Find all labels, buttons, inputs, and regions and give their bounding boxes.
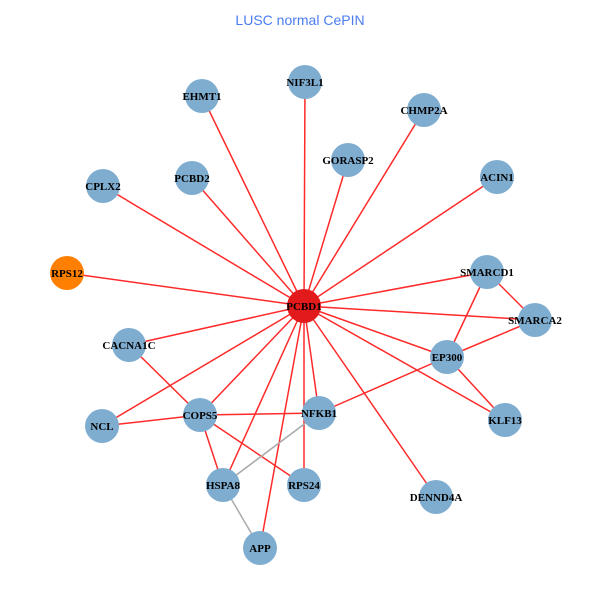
node-circle (50, 256, 84, 290)
node-acin1[interactable]: ACIN1 (480, 160, 514, 194)
chart-title: LUSC normal CePIN (235, 12, 365, 28)
edge-pcbd1-acin1 (303, 176, 498, 307)
node-circle (288, 65, 322, 99)
node-dennd4a[interactable]: DENND4A (410, 480, 463, 514)
edge-pcbd1-cplx2 (102, 185, 305, 307)
edge-pcbd1-hspa8 (222, 305, 305, 486)
node-label: PCBD2 (174, 173, 210, 185)
edge-cops5-rps24 (199, 414, 305, 486)
edge-pcbd1-cops5 (199, 305, 305, 416)
node-circle (287, 468, 321, 502)
edge-pcbd1-ehmt1 (201, 95, 305, 307)
node-ncl[interactable]: NCL (85, 409, 119, 443)
node-circle (419, 480, 453, 514)
node-label: ACIN1 (480, 172, 514, 184)
node-circle (183, 398, 217, 432)
node-nif3l1[interactable]: NIF3L1 (286, 65, 324, 99)
edge-pcbd1-dennd4a (303, 305, 437, 498)
node-chmp2a[interactable]: CHMP2A (400, 93, 448, 127)
node-label: KLF13 (488, 415, 522, 427)
node-circle (518, 303, 552, 337)
node-circle (175, 161, 209, 195)
node-circle (470, 255, 504, 289)
node-label: APP (249, 543, 271, 555)
node-circle (185, 79, 219, 113)
edge-pcbd1-klf13 (303, 305, 506, 421)
node-label: DENND4A (410, 492, 463, 504)
node-circle (331, 143, 365, 177)
node-label: GORASP2 (322, 155, 374, 167)
edge-pcbd1-gorasp2 (303, 159, 349, 307)
node-cacna1c[interactable]: CACNA1C (102, 328, 156, 362)
edge-pcbd1-app (259, 305, 305, 549)
node-label: EP300 (432, 352, 463, 364)
node-label: HSPA8 (206, 480, 241, 492)
node-label: RPS12 (51, 268, 83, 280)
edge-pcbd1-chmp2a (303, 109, 425, 307)
edge-ep300-nfkb1 (318, 356, 448, 414)
edge-cops5-nfkb1 (199, 412, 320, 416)
node-label: CHMP2A (400, 105, 447, 117)
node-label: RPS24 (288, 480, 320, 492)
node-nfkb1[interactable]: NFKB1 (301, 396, 337, 430)
edge-hspa8-nfkb1 (222, 412, 320, 486)
node-klf13[interactable]: KLF13 (488, 403, 522, 437)
edge-pcbd1-rps12 (66, 272, 305, 307)
node-ehmt1[interactable]: EHMT1 (182, 79, 222, 113)
node-label: NIF3L1 (286, 77, 323, 89)
node-label: PCBD1 (286, 301, 321, 313)
node-ep300[interactable]: EP300 (430, 340, 464, 374)
edge-pcbd1-smarcd1 (303, 271, 488, 307)
node-circle (287, 289, 321, 323)
edge-pcbd1-nif3l1 (303, 81, 306, 307)
node-app[interactable]: APP (243, 531, 277, 565)
node-smarca2[interactable]: SMARCA2 (508, 303, 562, 337)
node-cplx2[interactable]: CPLX2 (85, 169, 121, 203)
node-label: COPS5 (183, 410, 218, 422)
node-pcbd1[interactable]: PCBD1 (286, 289, 322, 323)
node-circle (206, 468, 240, 502)
node-label: CACNA1C (102, 340, 155, 352)
node-smarcd1[interactable]: SMARCD1 (460, 255, 514, 289)
node-circle (488, 403, 522, 437)
edge-pcbd1-pcbd2 (191, 177, 305, 307)
node-circle (430, 340, 464, 374)
edge-pcbd1-ncl (101, 305, 305, 427)
node-circle (85, 409, 119, 443)
node-rps12[interactable]: RPS12 (50, 256, 84, 290)
node-circle (112, 328, 146, 362)
node-circle (480, 160, 514, 194)
node-circle (86, 169, 120, 203)
edge-pcbd1-ep300 (303, 305, 448, 358)
node-circle (243, 531, 277, 565)
node-circle (407, 93, 441, 127)
node-label: SMARCD1 (460, 267, 514, 279)
node-label: NCL (90, 421, 113, 433)
edge-pcbd1-smarca2 (303, 305, 536, 321)
node-label: CPLX2 (85, 181, 121, 193)
node-label: EHMT1 (182, 91, 221, 103)
edge-pcbd1-cacna1c (128, 305, 305, 346)
node-rps24[interactable]: RPS24 (287, 468, 321, 502)
node-pcbd2[interactable]: PCBD2 (174, 161, 210, 195)
node-hspa8[interactable]: HSPA8 (206, 468, 241, 502)
node-label: NFKB1 (301, 408, 337, 420)
node-label: SMARCA2 (508, 315, 562, 327)
node-circle (302, 396, 336, 430)
node-gorasp2[interactable]: GORASP2 (322, 143, 374, 177)
node-cops5[interactable]: COPS5 (183, 398, 218, 432)
edge-pcbd1-nfkb1 (303, 305, 320, 414)
